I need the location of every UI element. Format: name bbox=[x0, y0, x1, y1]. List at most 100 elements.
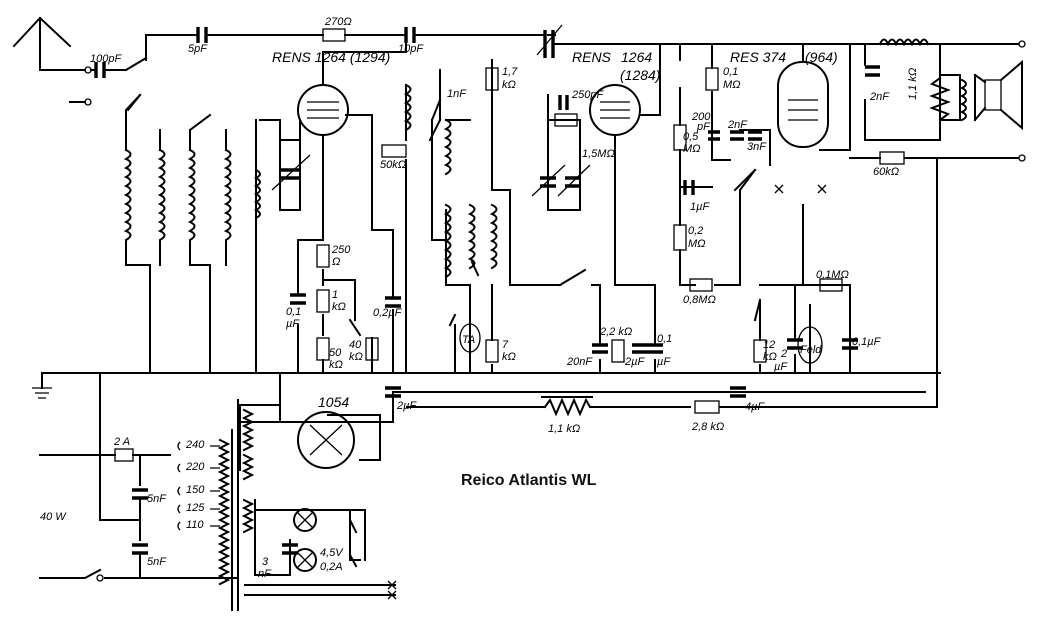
label-r250-u: Ω bbox=[332, 256, 340, 268]
label-tap-110: 110 bbox=[186, 519, 204, 531]
label-r1k: 1 bbox=[332, 289, 338, 301]
resistor-12k bbox=[753, 339, 767, 363]
label-tap-220: 220 bbox=[185, 461, 205, 473]
label-r270: 270Ω bbox=[324, 16, 352, 28]
diagram-title: Reico Atlantis WL bbox=[461, 472, 597, 489]
mains-transformer-sec-a bbox=[241, 408, 255, 452]
label-r05m: 0,5 bbox=[683, 131, 699, 143]
label-c3n-b-u: nF bbox=[258, 568, 272, 580]
capacitor-2uf-a bbox=[632, 343, 648, 354]
label-c01a: 0,1 bbox=[286, 306, 301, 318]
label-c2u-b: 2 bbox=[780, 348, 787, 360]
label-fuse: 2 A bbox=[113, 436, 130, 448]
label-c01a-u: µF bbox=[286, 318, 300, 330]
resistor-7k bbox=[485, 339, 499, 363]
tube-v2-label-b: 1264 bbox=[621, 49, 652, 65]
label-c01b-u: µF bbox=[657, 356, 671, 368]
tube-v3-label-a: RES 374 bbox=[730, 49, 786, 65]
tube-v3-label-b: (964) bbox=[805, 49, 838, 65]
label-c20n: 20nF bbox=[566, 356, 593, 368]
label-r01m: 0,1 bbox=[723, 66, 738, 78]
label-r60k: 60kΩ bbox=[873, 166, 899, 178]
variable-capacitor-a bbox=[280, 168, 300, 180]
capacitor-5pf bbox=[196, 27, 208, 43]
capacitor-0-1uf-c bbox=[842, 338, 858, 350]
capacitor-0-1uf-b bbox=[648, 343, 663, 354]
capacitor-1uf bbox=[683, 180, 695, 195]
mains-transformer-sec-b bbox=[241, 453, 255, 481]
coil-1 bbox=[123, 148, 132, 246]
tube-rens-1264-a bbox=[297, 84, 349, 136]
label-lamp-a: 4,5V bbox=[320, 547, 344, 559]
capacitor-5nf-a bbox=[132, 488, 148, 500]
label-c1u: 1µF bbox=[690, 201, 710, 213]
label-c02: 0,2µF bbox=[373, 307, 403, 319]
label-feld: Feld bbox=[800, 344, 822, 356]
label-c2u-c: 2µF bbox=[396, 400, 417, 412]
resistor-1-7k bbox=[485, 67, 499, 91]
components bbox=[94, 24, 1023, 611]
resistor-1-1k bbox=[543, 397, 592, 417]
labels: RENS 1264 (1294) RENS 1264 (1284) RES 37… bbox=[40, 16, 919, 580]
field-coil bbox=[797, 326, 823, 364]
label-r28k: 2,8 kΩ bbox=[691, 421, 724, 433]
label-r17k: 1,7 bbox=[502, 66, 518, 78]
label-c1n: 1nF bbox=[447, 88, 467, 100]
label-c2u-b-u: µF bbox=[774, 361, 788, 373]
label-c100p: 100pF bbox=[90, 53, 122, 65]
label-r11k-b: 1,1 kΩ bbox=[548, 423, 580, 435]
label-r08m: 0,8MΩ bbox=[683, 294, 716, 306]
resistor-0-1m-b bbox=[819, 278, 843, 292]
capacitor-5nf-b bbox=[132, 543, 148, 555]
label-tap-240: 240 bbox=[185, 439, 205, 451]
label-power: 40 W bbox=[40, 511, 67, 523]
capacitor-0-2uf bbox=[385, 296, 401, 308]
resistor-50k-b bbox=[316, 337, 330, 361]
label-lamp-b: 0,2A bbox=[320, 561, 343, 573]
resistor-40k bbox=[365, 337, 379, 361]
pickup-ta bbox=[459, 323, 481, 353]
resistor-2-2k bbox=[611, 339, 625, 363]
resistor-0-8m bbox=[689, 278, 713, 292]
label-c200p: 200 bbox=[691, 111, 711, 123]
coil-9 bbox=[467, 203, 476, 270]
resistor-1-5m bbox=[554, 113, 578, 127]
capacitor-10pf bbox=[404, 27, 416, 43]
label-r11k: 1,1 kΩ bbox=[907, 68, 919, 100]
resistor-60k bbox=[879, 151, 905, 165]
label-r15m: 1,5MΩ bbox=[582, 148, 615, 160]
label-r7k-u: kΩ bbox=[502, 351, 516, 363]
wiring bbox=[12, 16, 1026, 596]
capacitor-4uf bbox=[730, 386, 746, 398]
capacitor-100pf bbox=[94, 62, 106, 78]
label-r50k: 50kΩ bbox=[380, 159, 406, 171]
label-c5p: 5pF bbox=[188, 43, 208, 55]
label-c2u-a: 2µF bbox=[624, 356, 645, 368]
label-r50k-b: 50 bbox=[329, 347, 342, 359]
speaker-magnet bbox=[984, 79, 1002, 111]
lamp-1 bbox=[293, 508, 317, 532]
resistor-0-5m bbox=[673, 124, 687, 151]
label-r12k: 12 bbox=[763, 339, 775, 351]
tube-v2-label-c: (1284) bbox=[620, 67, 660, 83]
coil-5 bbox=[253, 168, 261, 220]
label-c3n: 3nF bbox=[747, 141, 767, 153]
tube-rect-1054 bbox=[297, 411, 355, 469]
label-c3n-b: 3 bbox=[262, 556, 269, 568]
label-r02m-u: MΩ bbox=[688, 238, 706, 250]
label-c01c: 0,1µF bbox=[852, 336, 882, 348]
label-r02m: 0,2 bbox=[688, 225, 703, 237]
transformer-output bbox=[959, 78, 967, 122]
label-tap-150: 150 bbox=[186, 484, 205, 496]
tube-v2-label-a: RENS bbox=[572, 49, 612, 65]
label-r40k-u: kΩ bbox=[349, 351, 363, 363]
tube-v1-label: RENS 1264 (1294) bbox=[272, 49, 390, 65]
resistor-0-2m bbox=[673, 224, 687, 251]
label-r40k: 40 bbox=[349, 339, 362, 351]
label-r05m-u: MΩ bbox=[683, 143, 701, 155]
resistor-50k bbox=[381, 144, 407, 158]
capacitor-3nf-b bbox=[748, 130, 762, 141]
fuse-2a bbox=[114, 448, 134, 462]
choke bbox=[878, 38, 930, 47]
